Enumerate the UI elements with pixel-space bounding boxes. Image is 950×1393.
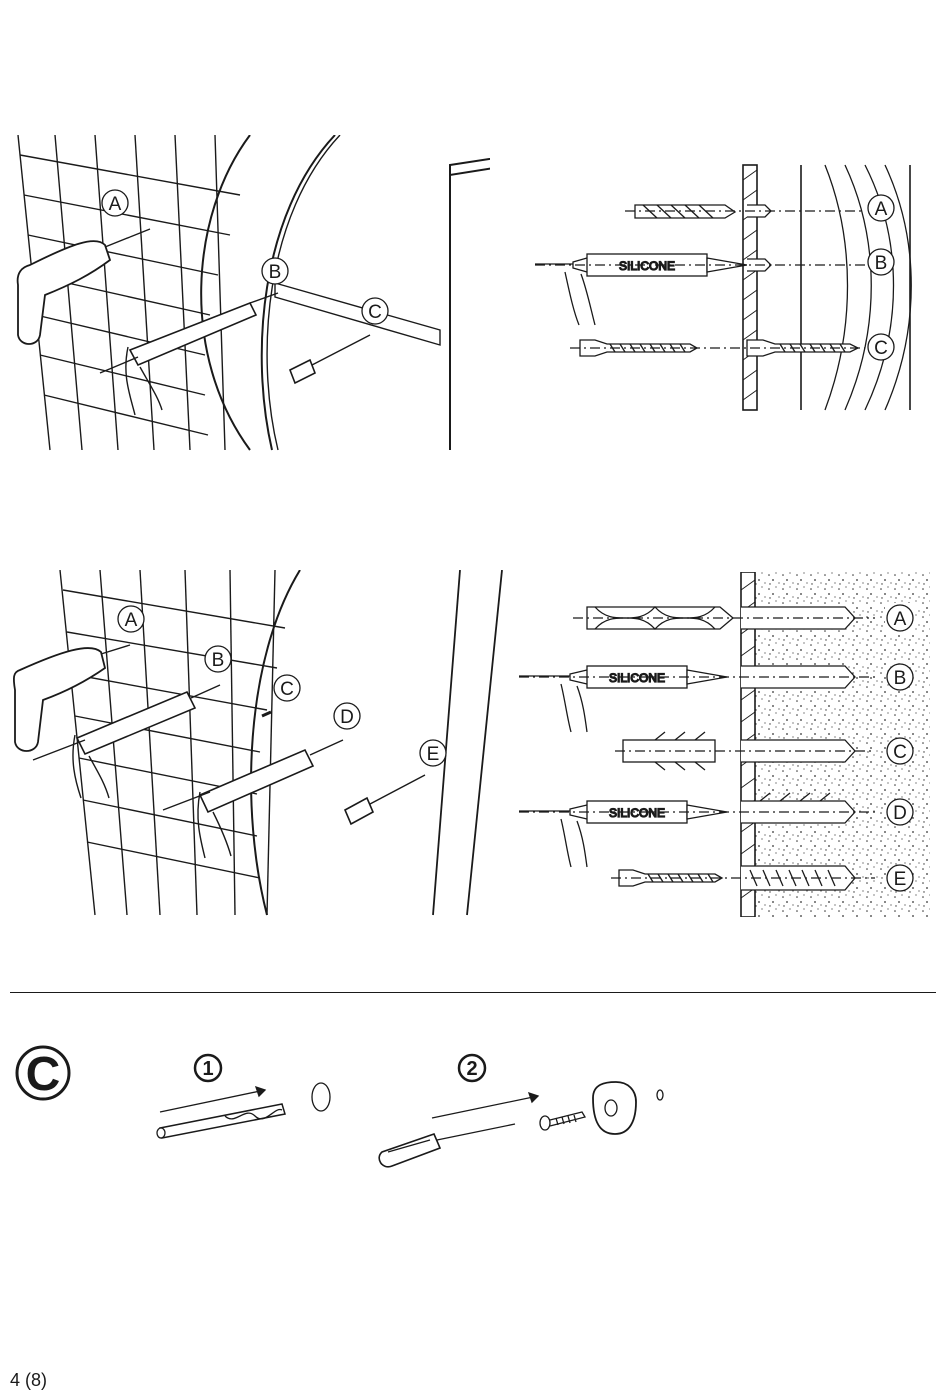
- page-number: 4 (8): [10, 1370, 48, 1390]
- wall-plug-small: [261, 710, 272, 718]
- detail-2-callout-c: C: [893, 742, 907, 763]
- silicone-gun-icon-2b: [162, 739, 344, 859]
- wall-bracket-icon: [592, 1081, 637, 1135]
- screw-icon-step-2: [539, 1111, 587, 1131]
- drilled-hole: [311, 1082, 331, 1112]
- panel-tile-wall-installation: A B C: [10, 135, 490, 455]
- callout-b: B: [269, 262, 282, 283]
- callout-2-d: D: [340, 707, 354, 728]
- callout-2-c: C: [280, 679, 294, 700]
- panel-plug-wall-installation: A B C D E: [5, 570, 510, 920]
- detail-callout-c: C: [874, 338, 888, 359]
- plug-wall-illustration: A B C D E: [12, 570, 503, 916]
- step-1-number: 1: [202, 1058, 213, 1080]
- drill-icon-2: [12, 644, 131, 752]
- screwdriver-icon-step-2: [378, 1123, 516, 1168]
- silicone-gun-icon-2a: [32, 684, 221, 799]
- callout-c: C: [368, 302, 382, 323]
- section-c-steps: C 1 2: [10, 1040, 710, 1180]
- silicone-label-1: SILICONE: [619, 259, 675, 273]
- silicone-label-3: SILICONE: [609, 806, 665, 820]
- callout-2-e: E: [427, 744, 440, 765]
- tile-grid: [17, 135, 241, 451]
- small-hole: [656, 1089, 664, 1101]
- screw-icon-2: [618, 869, 724, 887]
- silicone-label-2: SILICONE: [609, 671, 665, 685]
- panel2-callouts: A B C D E: [117, 605, 447, 767]
- cross-section-concrete: SILICONE SILICONE: [519, 572, 930, 917]
- silicone-gun-icon: [99, 292, 279, 416]
- silicone-gun-icon-detail-1: [535, 253, 748, 326]
- screw-icon-installed: [746, 339, 860, 357]
- step-2-number: 2: [466, 1058, 477, 1080]
- callout-2-a: A: [125, 610, 138, 631]
- screwdriver-icon-2: [343, 774, 426, 826]
- mirror-edge: [200, 135, 251, 451]
- panel-plug-wall-detail: SILICONE SILICONE: [515, 572, 930, 917]
- section-c-marker: C: [26, 1048, 61, 1101]
- panel2-detail-callouts: A B C D E: [885, 603, 915, 892]
- detail-callout-a: A: [875, 199, 888, 220]
- detail-callout-b: B: [875, 253, 888, 274]
- tile-wall-illustration: A B C: [16, 135, 490, 451]
- drill-icon: [16, 228, 151, 345]
- section-c-illustration: C 1 2: [15, 1045, 664, 1168]
- detail-2-callout-b: B: [894, 668, 907, 689]
- screwdriver-icon: [288, 334, 371, 385]
- detail-2-callout-a: A: [894, 609, 907, 630]
- detail-2-callout-e: E: [894, 869, 907, 890]
- drill-bit-icon-step-1: [156, 1103, 286, 1139]
- detail-2-callout-d: D: [893, 803, 907, 824]
- cross-section-tile: SILICONE A B C: [535, 164, 912, 411]
- callout-2-b: B: [212, 650, 225, 671]
- step-1-arrow: [159, 1089, 266, 1113]
- callout-a: A: [109, 194, 122, 215]
- panel1-detail-callouts: A B C: [867, 194, 895, 361]
- panel1-callouts: A B C: [101, 189, 389, 325]
- step-2-arrow: [431, 1095, 539, 1119]
- section-divider: [10, 992, 936, 993]
- panel-tile-wall-detail: SILICONE A B C: [525, 160, 925, 415]
